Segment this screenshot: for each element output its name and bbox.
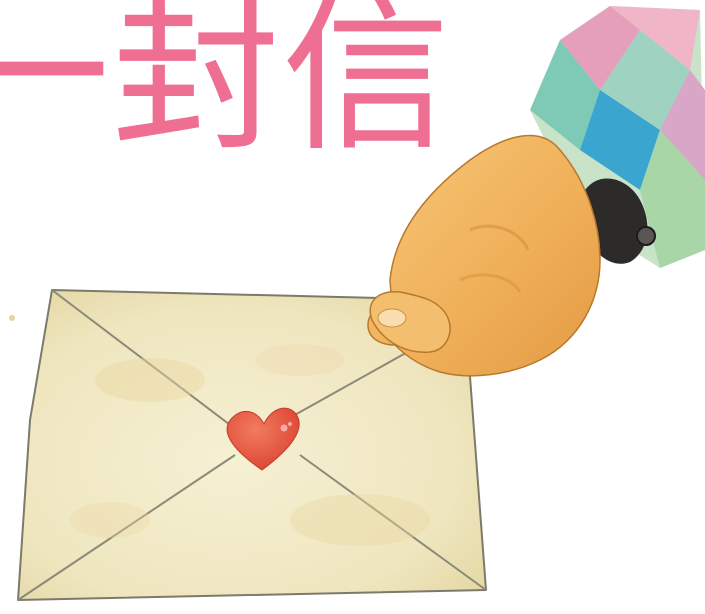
thumb (369, 291, 451, 354)
sleeve-cuff (585, 178, 648, 264)
heart-seal-icon (226, 407, 300, 471)
patchwork-sleeve (530, 6, 705, 268)
hand (367, 134, 601, 377)
envelope-fold-right (299, 454, 487, 591)
headline-text: 一封信 (0, 0, 452, 174)
cuff-button-icon (636, 226, 656, 246)
envelope-fold-left (17, 454, 236, 601)
